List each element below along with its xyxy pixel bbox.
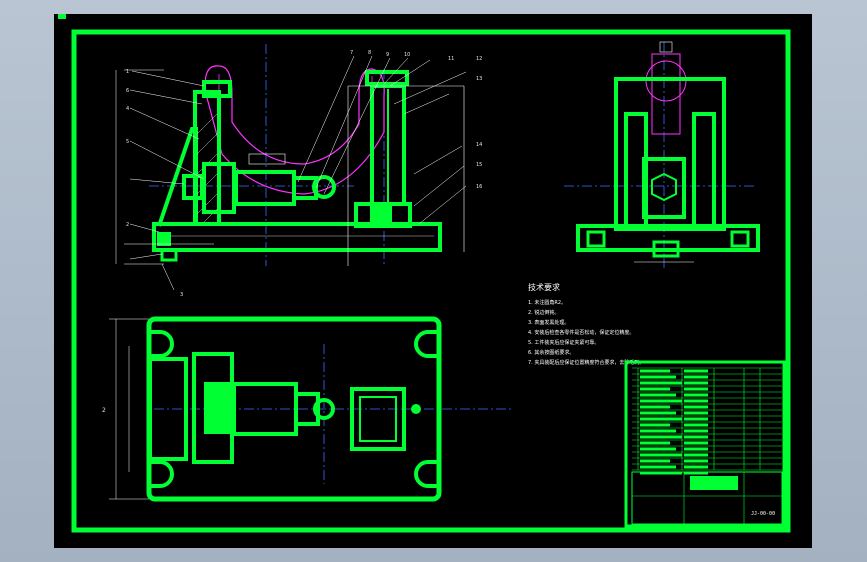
bom-cell-mark xyxy=(684,453,708,457)
bom-cell-mark xyxy=(640,435,682,439)
bom-cell-mark xyxy=(640,405,670,409)
bom-cell-mark xyxy=(640,465,676,469)
ucs-marker xyxy=(58,14,66,19)
bom-cell-mark xyxy=(684,423,708,427)
bom-cell-mark xyxy=(640,459,670,463)
balloon-8: 8 xyxy=(368,50,371,56)
bom-cell-mark xyxy=(640,417,682,421)
bom-cell-mark xyxy=(684,381,708,385)
bom-cell-mark xyxy=(684,471,708,475)
outer-border xyxy=(71,29,791,533)
bom-cell-mark xyxy=(640,369,670,373)
bom-cell-mark xyxy=(684,417,708,421)
tech-req-line: 7. 夹具装配后应保证位置精度符合要求，去除毛刺。 xyxy=(528,359,644,366)
bom-cell-mark xyxy=(640,471,682,475)
balloon-3: 3 xyxy=(180,292,183,298)
balloon-2: 2 xyxy=(126,222,129,228)
tech-req-line: 5. 工件装夹后应保证夹紧可靠。 xyxy=(528,339,599,346)
bom-cell-mark xyxy=(640,411,676,415)
balloon-6: 6 xyxy=(126,88,129,94)
balloon-4: 4 xyxy=(126,106,129,112)
tech-req-line: 6. 其余按图纸要求。 xyxy=(528,349,574,356)
balloon-16: 16 xyxy=(476,184,482,190)
bom-cell-mark xyxy=(640,441,670,445)
side-view xyxy=(564,41,760,269)
balloon-9: 9 xyxy=(386,52,389,58)
fixture-assembly-drawing: 2 1 2 3 4 5 6 7 8 9 10 11 12 13 14 15 16… xyxy=(58,14,791,533)
bom-cell-mark xyxy=(684,387,708,391)
tech-req-title: 技术要求 xyxy=(528,282,560,292)
bom-cell-mark xyxy=(640,381,682,385)
bom-cell-mark xyxy=(640,393,676,397)
drawing-viewport[interactable]: 2 1 2 3 4 5 6 7 8 9 10 11 12 13 14 15 16… xyxy=(54,14,812,548)
bom-cell-mark xyxy=(684,375,708,379)
tech-req-line: 4. 安装后检查各零件是否松动，保证定位精度。 xyxy=(528,329,634,336)
balloon-5: 5 xyxy=(126,139,129,145)
tech-req-line: 3. 表面发黑处理。 xyxy=(528,319,569,326)
svg-text:2: 2 xyxy=(102,407,106,414)
bom-cell-mark xyxy=(684,393,708,397)
balloon-10: 10 xyxy=(404,52,410,58)
bom-cell-mark xyxy=(684,369,708,373)
bom-cell-mark xyxy=(684,429,708,433)
bom-cell-mark xyxy=(640,447,676,451)
tech-req-line: 2. 锐边倒钝。 xyxy=(528,309,559,316)
balloon-labels: 1 2 3 4 5 6 7 8 9 10 11 12 13 14 15 16 xyxy=(126,50,482,298)
balloon-11: 11 xyxy=(448,56,454,62)
balloon-14: 14 xyxy=(476,142,482,148)
balloon-15: 15 xyxy=(476,162,482,168)
bom-cell-mark xyxy=(640,429,676,433)
technical-requirements: 技术要求 1. 未注圆角R2。 2. 锐边倒钝。 3. 表面发黑处理。 4. 安… xyxy=(528,282,644,366)
drawing-number: JJ-00-00 xyxy=(751,511,775,517)
balloon-7: 7 xyxy=(350,50,353,56)
balloon-1: 1 xyxy=(126,69,129,75)
bom-cell-mark xyxy=(640,375,676,379)
bom-cell-mark xyxy=(684,399,708,403)
bom-cell-mark xyxy=(684,411,708,415)
title-block: JJ-00-00 xyxy=(624,360,786,528)
bom-cell-mark xyxy=(640,423,670,427)
bom-cell-mark xyxy=(684,447,708,451)
tech-req-line: 1. 未注圆角R2。 xyxy=(528,299,566,306)
bom-cell-mark xyxy=(640,453,682,457)
bom-cell-mark xyxy=(684,459,708,463)
balloon-12: 12 xyxy=(476,56,482,62)
bom-cell-mark xyxy=(640,387,670,391)
bom-cell-mark xyxy=(640,399,682,403)
bom-cell-mark xyxy=(684,435,708,439)
front-view xyxy=(115,44,467,291)
top-view: 2 xyxy=(102,316,514,502)
balloon-13: 13 xyxy=(476,76,482,82)
bom-cell-mark xyxy=(684,441,708,445)
bom-cell-mark xyxy=(684,465,708,469)
bom-cell-mark xyxy=(684,405,708,409)
